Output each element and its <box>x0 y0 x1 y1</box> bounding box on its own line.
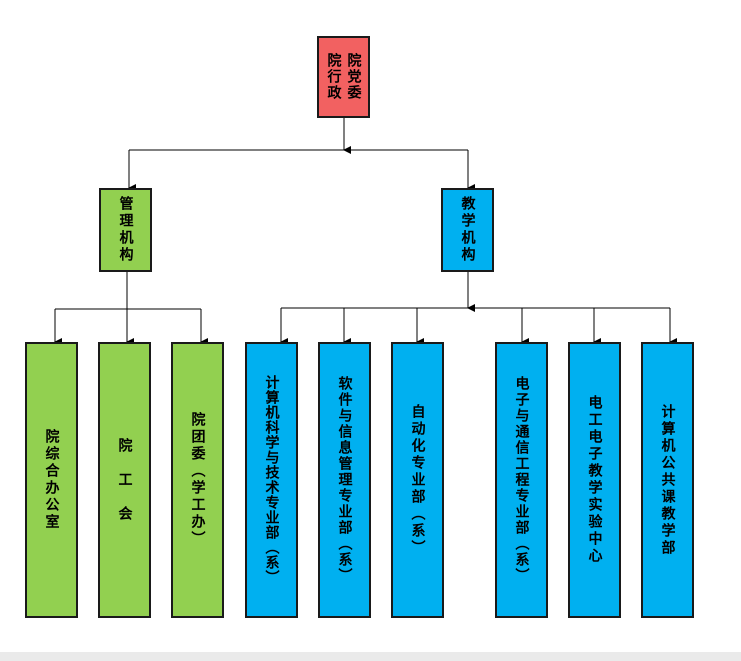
leaf-automation-dept: 自动化专业部（系） <box>391 342 444 618</box>
leaf-label: 自动化专业部（系） <box>409 403 426 557</box>
root-label-col1: 院行政 <box>325 53 342 101</box>
leaf-label: 电工电子教学实验中心 <box>586 395 603 565</box>
leaf-general-office: 院综合办公室 <box>25 342 78 618</box>
teaching-label: 教学机构 <box>459 196 476 264</box>
leaf-label: 院 工 会 <box>116 437 133 523</box>
leaf-label: 院综合办公室 <box>43 429 60 531</box>
management-label: 管理机构 <box>117 196 134 264</box>
leaf-label: 电子与通信工程专业部（系） <box>513 376 530 584</box>
teaching-node: 教学机构 <box>441 188 494 272</box>
leaf-ece-dept: 电子与通信工程专业部（系） <box>495 342 548 618</box>
leaf-public-course-dept: 计算机公共课教学部 <box>641 342 694 618</box>
leaf-label: 软件与信息管理专业部（系） <box>336 376 353 584</box>
leaf-label: 计算机公共课教学部 <box>659 403 676 557</box>
leaf-label: 计算机科学与技术专业部（系） <box>263 375 280 585</box>
bottom-strip <box>0 652 741 661</box>
leaf-label: 院团委（学工办） <box>189 412 206 548</box>
management-node: 管理机构 <box>99 188 152 272</box>
root-label-col2: 院党委 <box>345 53 362 101</box>
leaf-cs-dept: 计算机科学与技术专业部（系） <box>245 342 298 618</box>
root-node: 院行政 院党委 <box>317 36 370 118</box>
leaf-lab-center: 电工电子教学实验中心 <box>568 342 621 618</box>
leaf-youth-league: 院团委（学工办） <box>171 342 224 618</box>
leaf-union: 院 工 会 <box>98 342 151 618</box>
leaf-software-dept: 软件与信息管理专业部（系） <box>318 342 371 618</box>
